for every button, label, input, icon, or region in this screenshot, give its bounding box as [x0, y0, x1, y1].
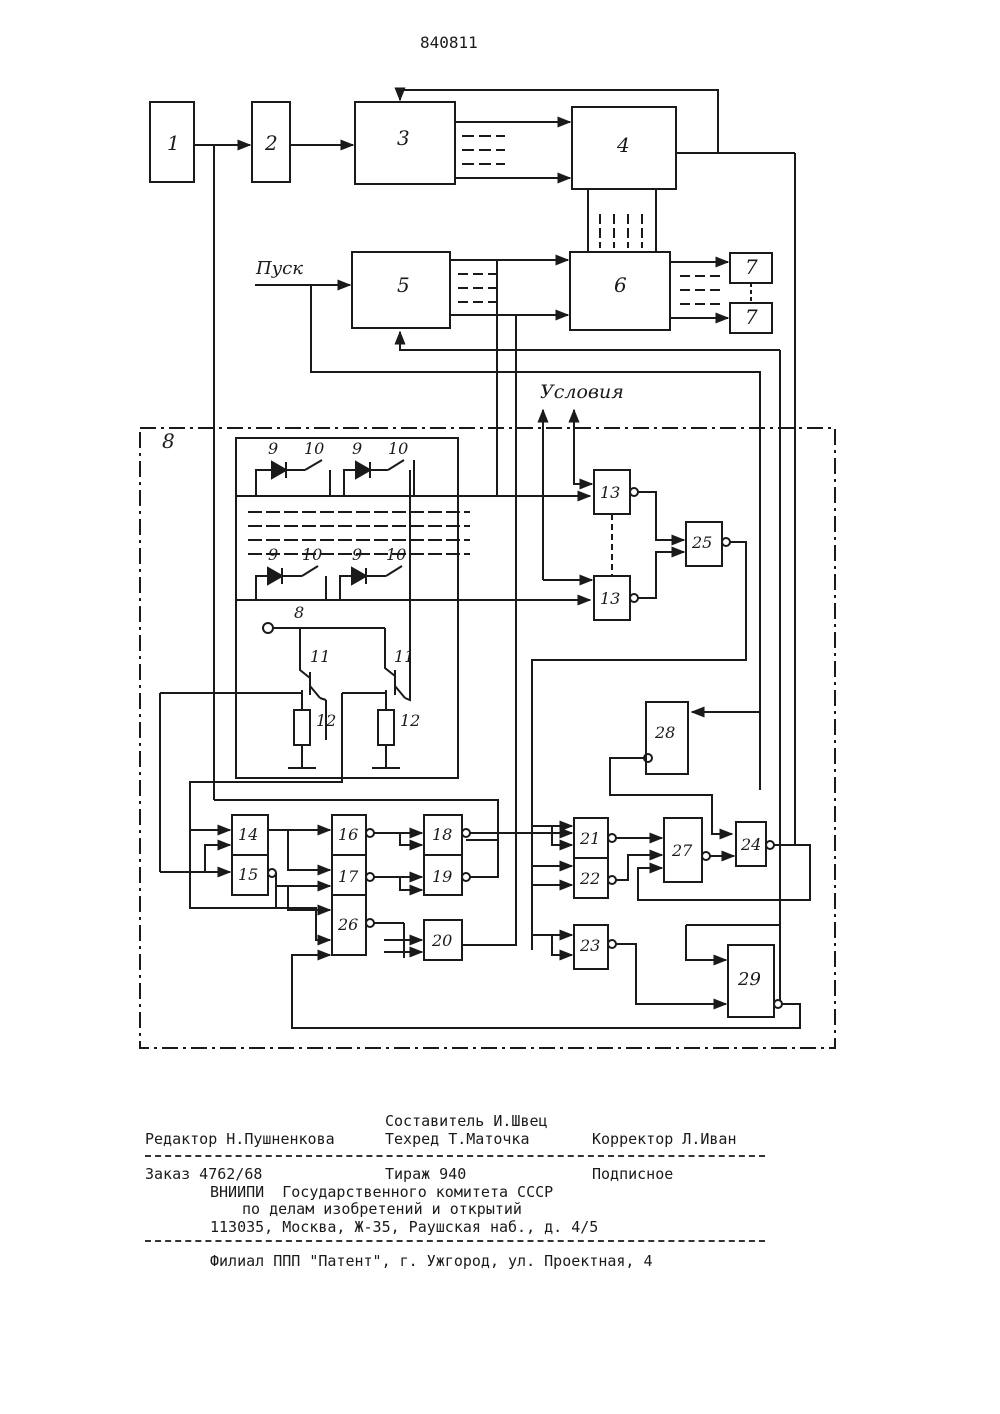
resistor-12a — [294, 710, 310, 745]
label-block-18: 18 — [432, 825, 452, 844]
label-block-7b: 7 — [745, 305, 758, 329]
label-block-3: 3 — [397, 126, 410, 150]
label-block-17: 17 — [338, 867, 359, 886]
label-block-24: 24 — [740, 835, 761, 854]
label-switch-10d: 10 — [386, 545, 406, 564]
label-switch-10a: 10 — [304, 439, 324, 458]
label-block-16: 16 — [338, 825, 358, 844]
label-diode-9c: 9 — [268, 545, 278, 564]
label-block-29: 29 — [737, 969, 761, 990]
techred-line: Техред Т.Маточка — [385, 1130, 530, 1148]
subscription-line: Подписное — [592, 1165, 673, 1183]
label-block-23: 23 — [579, 936, 600, 955]
label-block-13b: 13 — [600, 589, 620, 608]
label-node-8: 8 — [294, 603, 304, 622]
label-diode-9a: 9 — [268, 439, 278, 458]
label-block-7a: 7 — [745, 255, 758, 279]
label-block-28: 28 — [654, 723, 675, 742]
order-line: Заказ 4762/68 — [145, 1165, 262, 1183]
label-transistor-11b: 11 — [394, 647, 414, 666]
divider-top — [145, 1155, 765, 1157]
label-block-27: 27 — [671, 841, 693, 860]
org-line-2: по делам изобретений и открытий — [242, 1200, 522, 1218]
label-block-21: 21 — [579, 829, 600, 848]
branch-line: Филиал ППП "Патент", г. Ужгород, ул. Про… — [210, 1252, 653, 1270]
switch-panel — [236, 438, 458, 778]
label-diode-9d: 9 — [352, 545, 362, 564]
label-diode-9b: 9 — [352, 439, 362, 458]
label-block-14: 14 — [238, 825, 258, 844]
label-block-8: 8 — [162, 429, 175, 453]
label-resistor-12b: 12 — [400, 711, 420, 730]
label-block-5: 5 — [397, 273, 410, 297]
block-8-frame — [140, 428, 835, 1048]
circulation-line: Тираж 940 — [385, 1165, 466, 1183]
label-resistor-12a: 12 — [316, 711, 336, 730]
label-block-19: 19 — [432, 867, 452, 886]
compiler-line: Составитель И.Швец — [385, 1112, 548, 1130]
label-block-6: 6 — [614, 273, 627, 297]
corrector-line: Корректор Л.Иван — [592, 1130, 737, 1148]
org-line-1: ВНИИПИ Государственного комитета СССР — [210, 1183, 553, 1201]
label-start: Пуск — [255, 258, 303, 279]
label-conditions: Условия — [540, 381, 624, 403]
label-block-2: 2 — [264, 131, 278, 155]
patent-number: 840811 — [420, 33, 478, 52]
address-line: 113035, Москва, Ж-35, Раушская наб., д. … — [210, 1218, 598, 1236]
label-block-22: 22 — [579, 869, 600, 888]
label-block-4: 4 — [616, 133, 630, 157]
label-switch-10b: 10 — [388, 439, 408, 458]
divider-bottom — [145, 1240, 765, 1242]
label-block-13a: 13 — [600, 483, 620, 502]
label-transistor-11a: 11 — [310, 647, 330, 666]
label-block-26: 26 — [337, 915, 358, 934]
label-block-25: 25 — [691, 533, 712, 552]
label-switch-10c: 10 — [302, 545, 322, 564]
label-block-1: 1 — [167, 131, 180, 155]
resistor-12b — [378, 710, 394, 745]
label-block-20: 20 — [431, 931, 452, 950]
label-block-15: 15 — [238, 865, 258, 884]
editor-line: Редактор Н.Пушненкова — [145, 1130, 335, 1148]
